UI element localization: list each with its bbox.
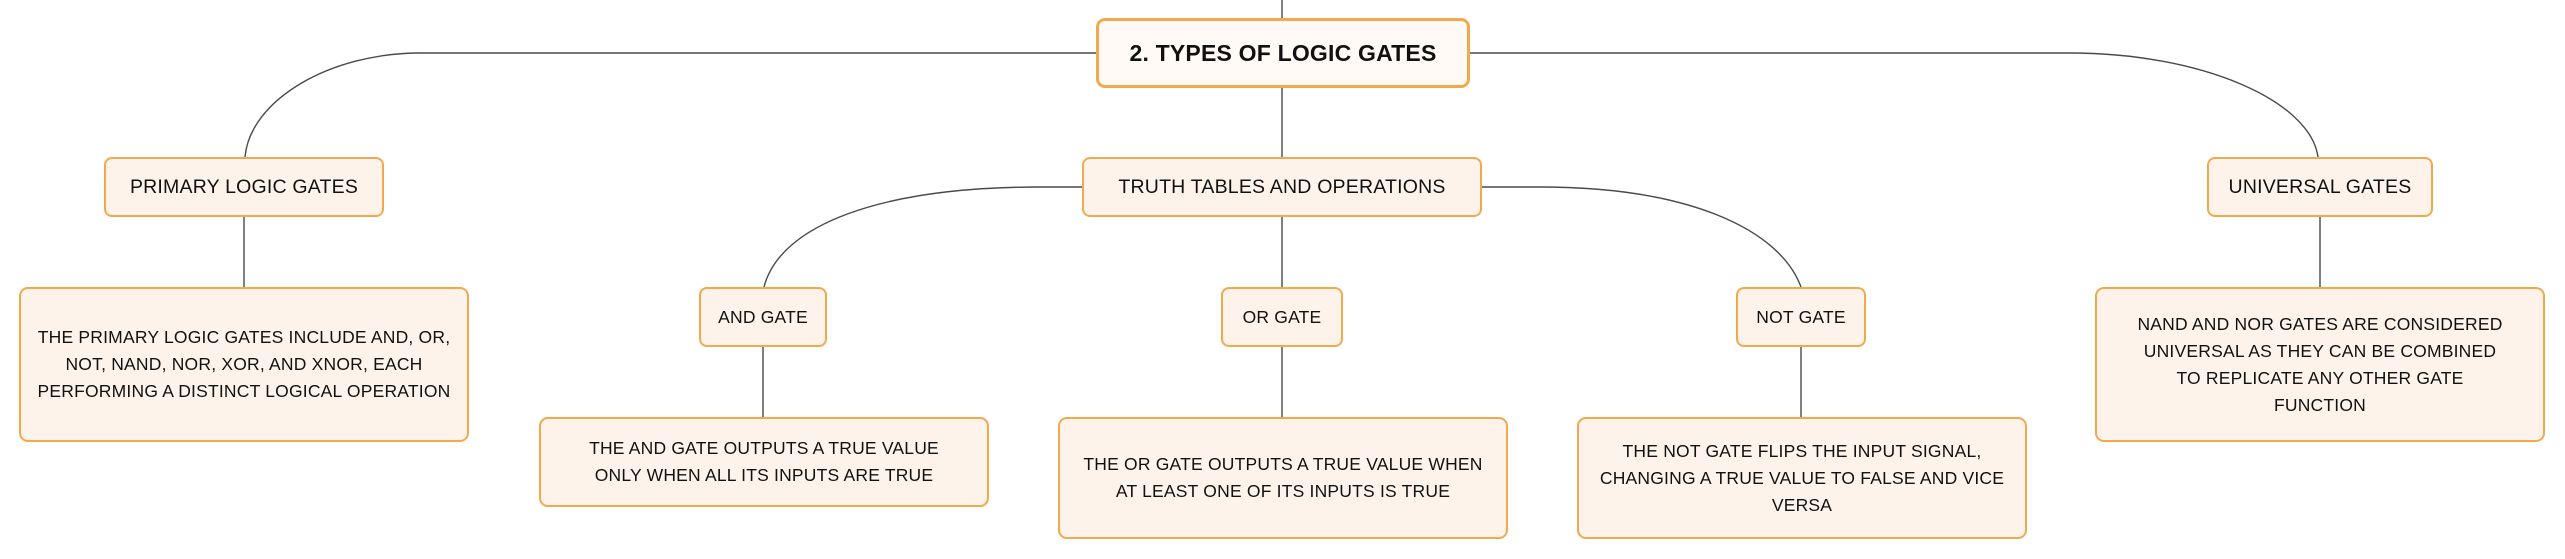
not-gate-node[interactable]: NOT GATE bbox=[1736, 287, 1866, 347]
and-gate-detail-node[interactable]: THE AND GATE OUTPUTS A TRUE VALUE ONLY W… bbox=[539, 417, 989, 507]
and-gate-detail-text: THE AND GATE OUTPUTS A TRUE VALUE ONLY W… bbox=[589, 438, 939, 485]
universal-gates-label: UNIVERSAL GATES bbox=[2228, 175, 2412, 198]
connector-root-to-universal bbox=[1470, 52, 2319, 158]
truth-tables-node[interactable]: TRUTH TABLES AND OPERATIONS bbox=[1082, 157, 1482, 217]
root-topic-label: 2. TYPES OF LOGIC GATES bbox=[1129, 39, 1437, 66]
connector-truth-to-not bbox=[1482, 186, 1802, 288]
universal-gates-detail-text: NAND AND NOR GATES ARE CONSIDERED UNIVER… bbox=[2137, 313, 2503, 415]
primary-logic-gates-detail-node[interactable]: THE PRIMARY LOGIC GATES INCLUDE AND, OR,… bbox=[19, 287, 469, 442]
truth-tables-label: TRUTH TABLES AND OPERATIONS bbox=[1118, 175, 1446, 198]
not-gate-detail-node[interactable]: THE NOT GATE FLIPS THE INPUT SIGNAL, CHA… bbox=[1577, 417, 2027, 539]
not-gate-detail-text: THE NOT GATE FLIPS THE INPUT SIGNAL, CHA… bbox=[1599, 440, 2005, 515]
universal-gates-node[interactable]: UNIVERSAL GATES bbox=[2207, 157, 2433, 217]
connector-truth-to-and bbox=[763, 186, 1082, 288]
and-gate-label: AND GATE bbox=[718, 306, 808, 327]
or-gate-detail-text: THE OR GATE OUTPUTS A TRUE VALUE WHEN AT… bbox=[1083, 454, 1483, 501]
primary-logic-gates-node[interactable]: PRIMARY LOGIC GATES bbox=[104, 157, 384, 217]
or-gate-node[interactable]: OR GATE bbox=[1221, 287, 1343, 347]
primary-logic-gates-detail-text: THE PRIMARY LOGIC GATES INCLUDE AND, OR,… bbox=[37, 327, 451, 401]
universal-gates-detail-node[interactable]: NAND AND NOR GATES ARE CONSIDERED UNIVER… bbox=[2095, 287, 2545, 442]
not-gate-label: NOT GATE bbox=[1756, 306, 1846, 327]
primary-logic-gates-label: PRIMARY LOGIC GATES bbox=[129, 175, 359, 198]
or-gate-detail-node[interactable]: THE OR GATE OUTPUTS A TRUE VALUE WHEN AT… bbox=[1058, 417, 1508, 539]
root-topic-node[interactable]: 2. TYPES OF LOGIC GATES bbox=[1096, 18, 1470, 88]
connector-root-to-primary bbox=[244, 52, 1096, 158]
and-gate-node[interactable]: AND GATE bbox=[699, 287, 827, 347]
or-gate-label: OR GATE bbox=[1242, 306, 1322, 327]
